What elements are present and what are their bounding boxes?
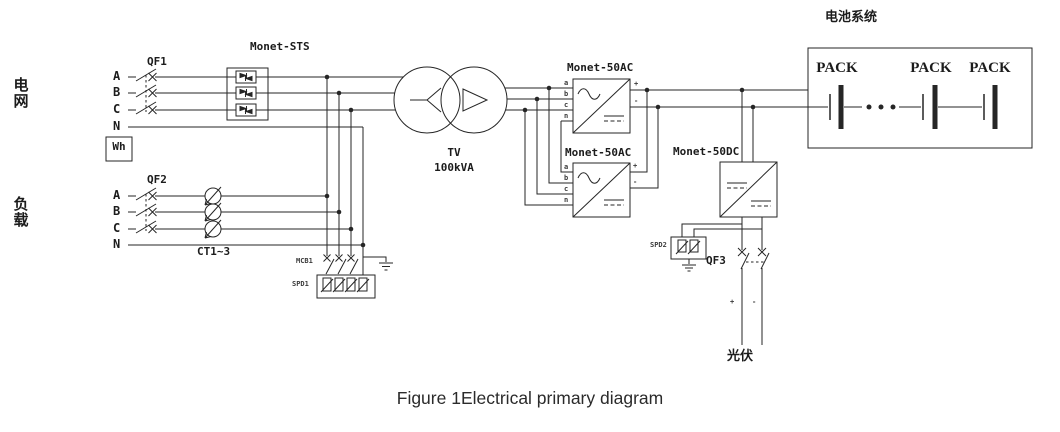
battery-pack-1-icon (829, 85, 844, 129)
load-phase-b: B (113, 204, 121, 218)
ac-unit-2-label: Monet-50AC (565, 146, 632, 159)
transformer-rating: 100kVA (434, 161, 474, 174)
dc-unit-box (719, 90, 778, 218)
grid-label: 电网 (11, 77, 30, 109)
ac1-in-a: a (564, 79, 569, 87)
ac2-in-b: b (564, 174, 569, 182)
pv-feeder-lines (681, 217, 763, 345)
ac1-in-n: n (564, 112, 569, 120)
ac2-out-plus: + (633, 162, 638, 170)
junction-dots (324, 74, 756, 248)
spd1-label: SPD1 (292, 280, 309, 288)
load-phase-a: A (113, 188, 121, 202)
battery-pack-2-icon (922, 85, 938, 129)
pack-1-label: PACK (816, 60, 858, 76)
battery-pack-3-icon (983, 85, 998, 129)
ct-icons (204, 186, 222, 239)
dc-bus-lines (630, 89, 808, 189)
ct-label: CT1~3 (197, 245, 231, 258)
pack-2-label: PACK (910, 60, 952, 76)
ac2-in-c: c (564, 185, 569, 193)
figure-caption: Figure 1Electrical primary diagram (396, 388, 664, 408)
qf1-label: QF1 (147, 55, 167, 68)
ac-unit-1-label: Monet-50AC (567, 61, 634, 74)
battery-box (807, 47, 1033, 149)
sts-label: Monet-STS (250, 40, 310, 53)
grid-phase-n: N (113, 119, 121, 133)
ground-icon (682, 259, 696, 272)
ac1-out-plus: + (634, 80, 639, 88)
ac2-in-a: a (564, 163, 569, 171)
spd2-box (670, 236, 707, 272)
grid-phase-b: B (113, 85, 121, 99)
ac-unit-1-box (572, 78, 631, 134)
ac1-in-c: c (564, 101, 569, 109)
wh-meter-box (105, 136, 133, 162)
qf3-label: QF3 (706, 254, 726, 267)
spd2-label: SPD2 (650, 241, 667, 249)
ac2-out-minus: - (633, 178, 638, 186)
ac-sine-icon (577, 88, 601, 100)
load-phase-lines (128, 195, 363, 246)
grid-phase-lines (128, 76, 403, 128)
wh-meter-label: Wh (112, 140, 126, 153)
qf3-breaker-icon (737, 247, 770, 270)
sts-thyristor-module-c (235, 103, 257, 117)
grid-phase-a: A (113, 69, 121, 83)
transformer-name: TV (447, 146, 461, 159)
ac-unit-2-box (572, 162, 631, 218)
mcb1-switch-icons (323, 254, 359, 275)
pv-label: 光伏 (727, 349, 754, 364)
dc-unit-label: Monet-50DC (673, 145, 740, 158)
mcb1-label: MCB1 (296, 257, 313, 265)
ac2-in-n: n (564, 196, 569, 204)
load-phase-n: N (113, 237, 121, 251)
sts-box (226, 67, 269, 121)
transformer-icon (393, 66, 508, 134)
pack-3-label: PACK (969, 60, 1011, 76)
qf1-breaker-icon (135, 68, 157, 115)
ground-icon (379, 262, 393, 271)
delta-winding-icon (462, 88, 489, 112)
ac-sine-icon (577, 172, 601, 184)
ac1-out-minus: - (634, 97, 639, 105)
sts-thyristor-module-a (235, 70, 257, 84)
qf2-label: QF2 (147, 173, 167, 186)
battery-system-label: 电池系统 (825, 10, 878, 25)
wye-winding-icon (410, 87, 442, 113)
spd1-box (316, 256, 393, 299)
pv-plus: + (730, 298, 735, 306)
load-label: 负载 (11, 196, 30, 228)
qf2-breaker-icon (135, 187, 157, 234)
ac1-in-b: b (564, 90, 569, 98)
load-phase-c: C (113, 221, 121, 235)
secondary-lines (505, 87, 573, 206)
sts-thyristor-module-b (235, 86, 257, 100)
pv-minus: - (752, 298, 757, 306)
grid-phase-c: C (113, 102, 121, 116)
